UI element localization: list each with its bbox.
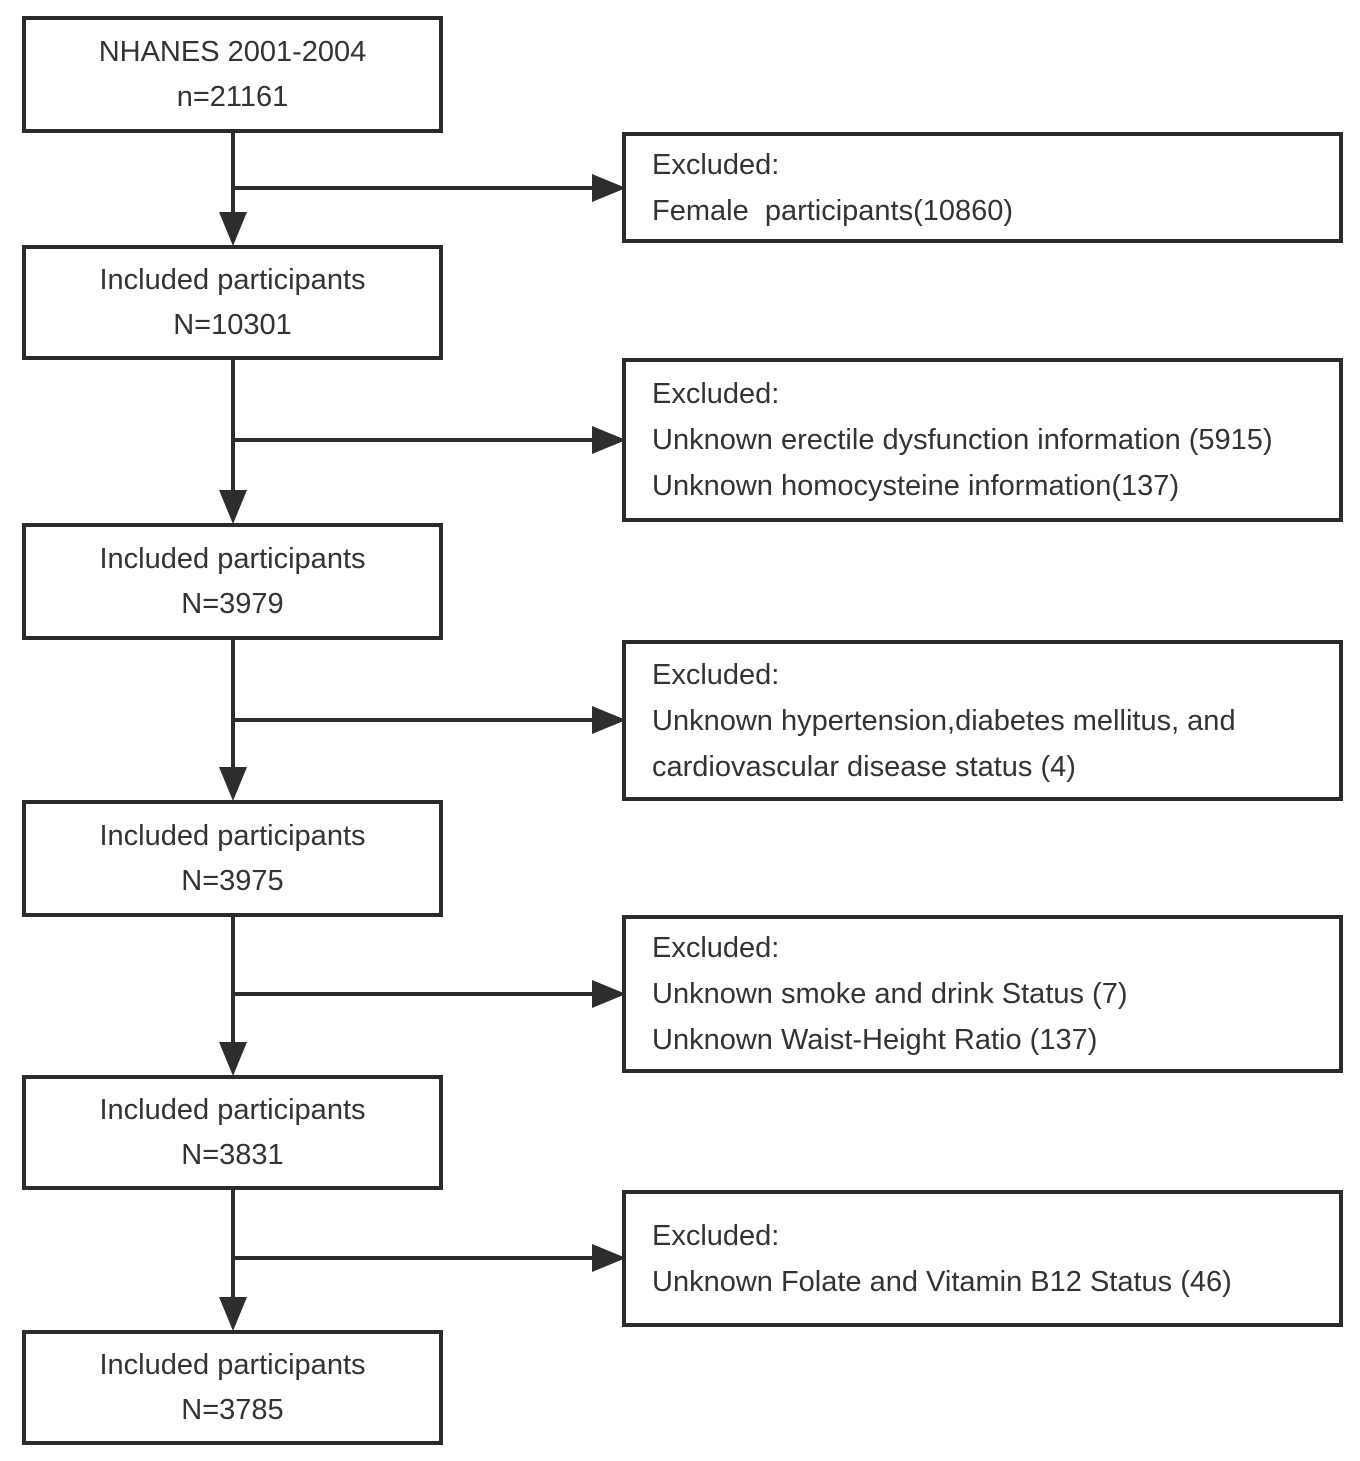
arrow-right-5 [233,1244,626,1272]
step-box-included-1: Included participants N=10301 [22,245,443,360]
step-box-included-3: Included participants N=3975 [22,800,443,917]
arrow-down-2 [219,360,247,524]
step-count: N=3975 [181,864,284,897]
step-count: N=3785 [181,1393,284,1426]
step-title: Included participants [99,542,366,575]
arrow-down-3 [219,640,247,801]
step-title: Included participants [99,1348,366,1381]
exclusion-title: Excluded: [652,148,780,181]
arrow-right-1 [233,174,626,202]
step-count: N=3831 [181,1138,284,1171]
step-count: N=10301 [173,308,292,341]
arrow-down-1 [219,133,247,246]
arrow-right-2 [233,426,626,454]
exclusion-title: Excluded: [652,932,780,964]
step-count: n=21161 [176,80,289,113]
arrow-right-4 [233,980,626,1008]
step-box-included-4: Included participants N=3831 [22,1075,443,1190]
exclusion-title: Excluded: [652,1219,780,1252]
exclusion-reason: Unknown Waist-Height Ratio (137) [652,1024,1098,1056]
exclusion-reason: Unknown erectile dysfunction information… [652,424,1273,456]
exclusion-box-3: Excluded: Unknown hypertension,diabetes … [622,640,1343,801]
step-count: N=3979 [181,587,284,620]
exclusion-title: Excluded: [652,378,780,410]
exclusion-reason: Unknown Folate and Vitamin B12 Status (4… [652,1265,1232,1298]
exclusion-title: Excluded: [652,658,780,691]
exclusion-reason: Unknown hypertension,diabetes mellitus, … [652,704,1244,783]
step-box-included-5: Included participants N=3785 [22,1330,443,1445]
step-title: NHANES 2001-2004 [98,35,367,68]
exclusion-box-2: Excluded: Unknown erectile dysfunction i… [622,358,1343,522]
exclusion-box-4: Excluded: Unknown smoke and drink Status… [622,915,1343,1073]
step-box-nhanes: NHANES 2001-2004 n=21161 [22,16,443,133]
arrow-down-5 [219,1190,247,1331]
step-title: Included participants [99,819,366,852]
arrow-down-4 [219,917,247,1076]
arrow-right-3 [233,706,626,734]
exclusion-reason: Unknown homocysteine information(137) [652,470,1180,502]
step-title: Included participants [99,263,366,296]
exclusion-box-1: Excluded: Female participants(10860) [622,132,1343,243]
step-box-included-2: Included participants N=3979 [22,523,443,640]
step-title: Included participants [99,1093,366,1126]
exclusion-reason: Unknown smoke and drink Status (7) [652,978,1128,1010]
exclusion-reason: Female participants(10860) [652,194,1014,227]
exclusion-box-5: Excluded: Unknown Folate and Vitamin B12… [622,1190,1343,1327]
